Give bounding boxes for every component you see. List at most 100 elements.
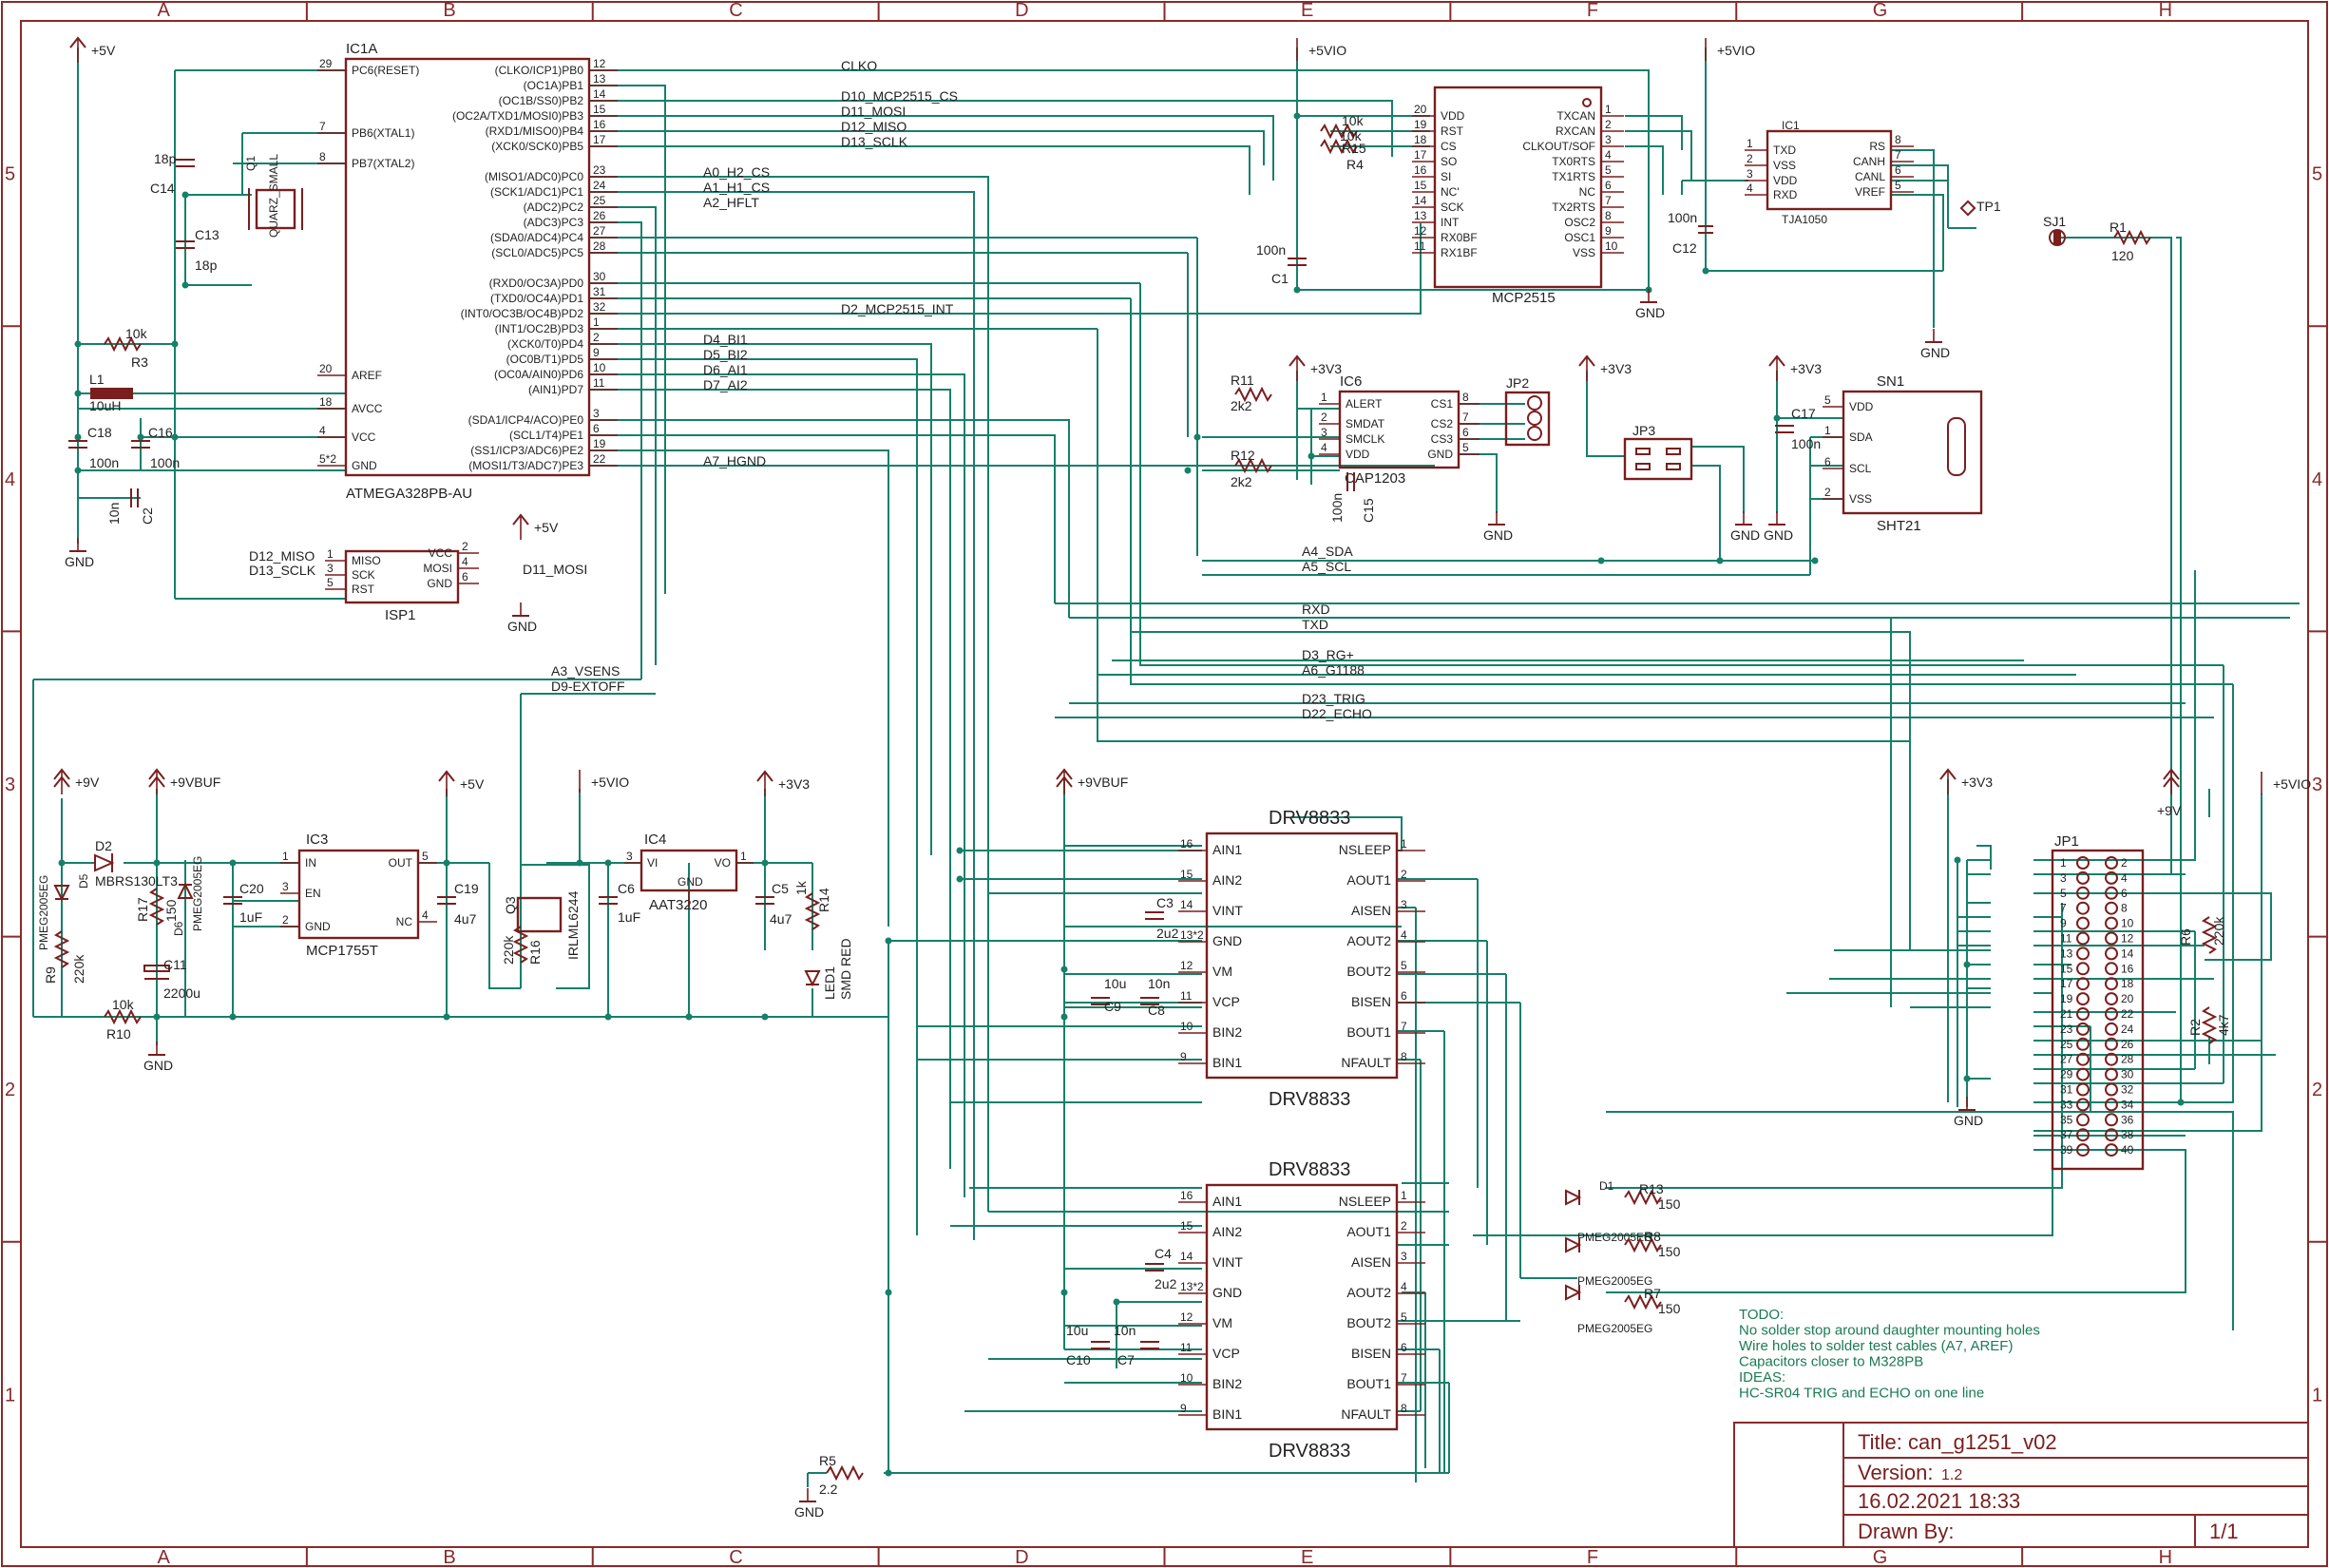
pin-name: VCP: [1212, 994, 1240, 1009]
gnd-label: GND: [507, 619, 537, 634]
pin-number: 17: [2060, 977, 2073, 990]
c4-value: 2u2: [1155, 1276, 1177, 1291]
date-text: 16.02.2021 18:33: [1858, 1489, 2020, 1513]
power-label: +3V3: [778, 776, 810, 792]
pin-number: 2: [1401, 1219, 1407, 1233]
r14-ref: R14: [816, 888, 831, 912]
pin-number: 9: [1180, 1050, 1187, 1063]
pin-number: 1: [740, 850, 747, 863]
col-label-bottom: G: [1873, 1547, 1888, 1568]
net-a6: A6_G1188: [1302, 662, 1365, 678]
gnd-label: GND: [1920, 345, 1950, 360]
isp-net-miso: D12_MISO: [249, 548, 315, 564]
c7-ref: C7: [1117, 1352, 1135, 1367]
r16-ref: R16: [527, 940, 543, 965]
pin-name: SI: [1441, 170, 1451, 183]
pin-number: 24: [2121, 1023, 2134, 1036]
c19-value: 4u7: [454, 911, 477, 927]
l1-value: 10uH: [89, 398, 121, 413]
pin-name: (INT0/OC3B/OC4B)PD2: [461, 307, 584, 320]
header-pin-even: [2105, 1082, 2118, 1097]
net-d4: D4_BI1: [703, 332, 748, 347]
pin-number: 18: [319, 395, 333, 409]
pin-name: BIN2: [1212, 1376, 1242, 1391]
pin-name: OUT: [389, 856, 413, 870]
pin-number: 28: [593, 239, 606, 253]
pin-name: TXD: [1773, 143, 1796, 157]
pin-number: 5: [1824, 393, 1831, 407]
header-pin-even: [2105, 962, 2118, 976]
net-clko: CLKO: [841, 58, 877, 73]
pin-name: AISEN: [1351, 903, 1391, 918]
tp1-ref: TP1: [1976, 199, 2001, 214]
header-pin-odd: [2076, 1007, 2090, 1021]
pin-number: 3: [626, 850, 633, 863]
pin-name: (MOSI1/T3/ADC7)PE3: [468, 459, 583, 472]
c13-value: 18p: [195, 258, 218, 273]
c10-ref: C10: [1066, 1352, 1091, 1367]
c6-ref: C6: [618, 881, 635, 896]
sheet-number: 1/1: [2209, 1520, 2239, 1543]
pin-name: GND: [352, 459, 377, 472]
pin-number: 7: [1895, 148, 1901, 162]
row-label-right: 5: [2312, 164, 2322, 185]
pin-name: MISO: [352, 554, 381, 567]
row-label-right: 1: [2312, 1385, 2322, 1405]
pin-name: CS3: [1431, 432, 1454, 446]
pin-number: 5: [327, 576, 334, 589]
pin-name: NSLEEP: [1339, 842, 1391, 857]
pin-number: 13: [1414, 209, 1427, 222]
tja-ref: IC1: [1782, 119, 1800, 132]
c1-ref: C1: [1271, 271, 1289, 286]
note-line: HC-SR04 TRIG and ECHO on one line: [1739, 1386, 1984, 1402]
pin-name: CANH: [1853, 155, 1885, 168]
header-pin-odd: [2076, 962, 2090, 976]
pin-name: VINT: [1212, 903, 1243, 918]
power-label: +5VIO: [1717, 43, 1755, 58]
pin-name: (OC0B/T1)PD5: [506, 353, 584, 366]
pin-number: 2: [1605, 118, 1612, 131]
header-pin-odd: [2076, 870, 2090, 885]
r6-value: 220k: [2211, 916, 2226, 946]
header-pin-odd: [2076, 1052, 2090, 1066]
pin-number: 7: [1605, 194, 1612, 207]
c10-value: 10u: [1066, 1323, 1088, 1338]
pin-name: ALERT: [1346, 397, 1383, 411]
col-label-bottom: H: [2159, 1547, 2172, 1568]
pin-number: 2: [1321, 411, 1327, 424]
r1-value: 120: [2111, 248, 2134, 263]
r5: R5 2.2: [819, 1453, 864, 1497]
r15-ref: R15: [1342, 141, 1366, 156]
pin-number: 11: [1180, 1341, 1193, 1354]
pin-name: RX1BF: [1441, 246, 1478, 259]
pin-number: 4: [2121, 871, 2128, 885]
d6-value: PMEG2005EG: [191, 856, 204, 931]
c4-ref: C4: [1155, 1246, 1172, 1261]
pin-number: 20: [1414, 103, 1427, 116]
pin-number: 3: [593, 407, 600, 420]
pin-name: VM: [1212, 964, 1232, 979]
note-line: No solder stop around daughter mounting …: [1739, 1323, 2040, 1339]
pin-number: 5: [422, 850, 429, 863]
pin-name: (SDA1/ICP4/ACO)PE0: [468, 413, 584, 427]
col-label-bottom: C: [729, 1547, 742, 1568]
isp-ref: ISP1: [385, 607, 416, 623]
header-pin-even: [2105, 977, 2118, 991]
r5-ref: R5: [819, 1453, 836, 1468]
header-pin-even: [2105, 947, 2118, 961]
pin-name: AIN2: [1212, 1224, 1242, 1239]
pin-number: 1: [282, 850, 289, 863]
pin-number: 22: [2121, 1007, 2134, 1021]
pin-number: 32: [593, 300, 606, 314]
pin-number: 12: [1180, 1310, 1193, 1324]
power-symbols: +5V+5V+5V+5VIO+5VIO+5VIO+5VIO+3V3+3V3+3V…: [53, 36, 2311, 1520]
pin-number: 5*2: [319, 452, 336, 466]
pin-number: 30: [593, 270, 606, 283]
c20-value: 1uF: [239, 909, 262, 925]
power-symbol: +9V: [53, 768, 100, 794]
pin-number: 17: [1414, 148, 1427, 162]
pin-name: (SS1/ICP3/ADC6)PE2: [470, 444, 583, 457]
